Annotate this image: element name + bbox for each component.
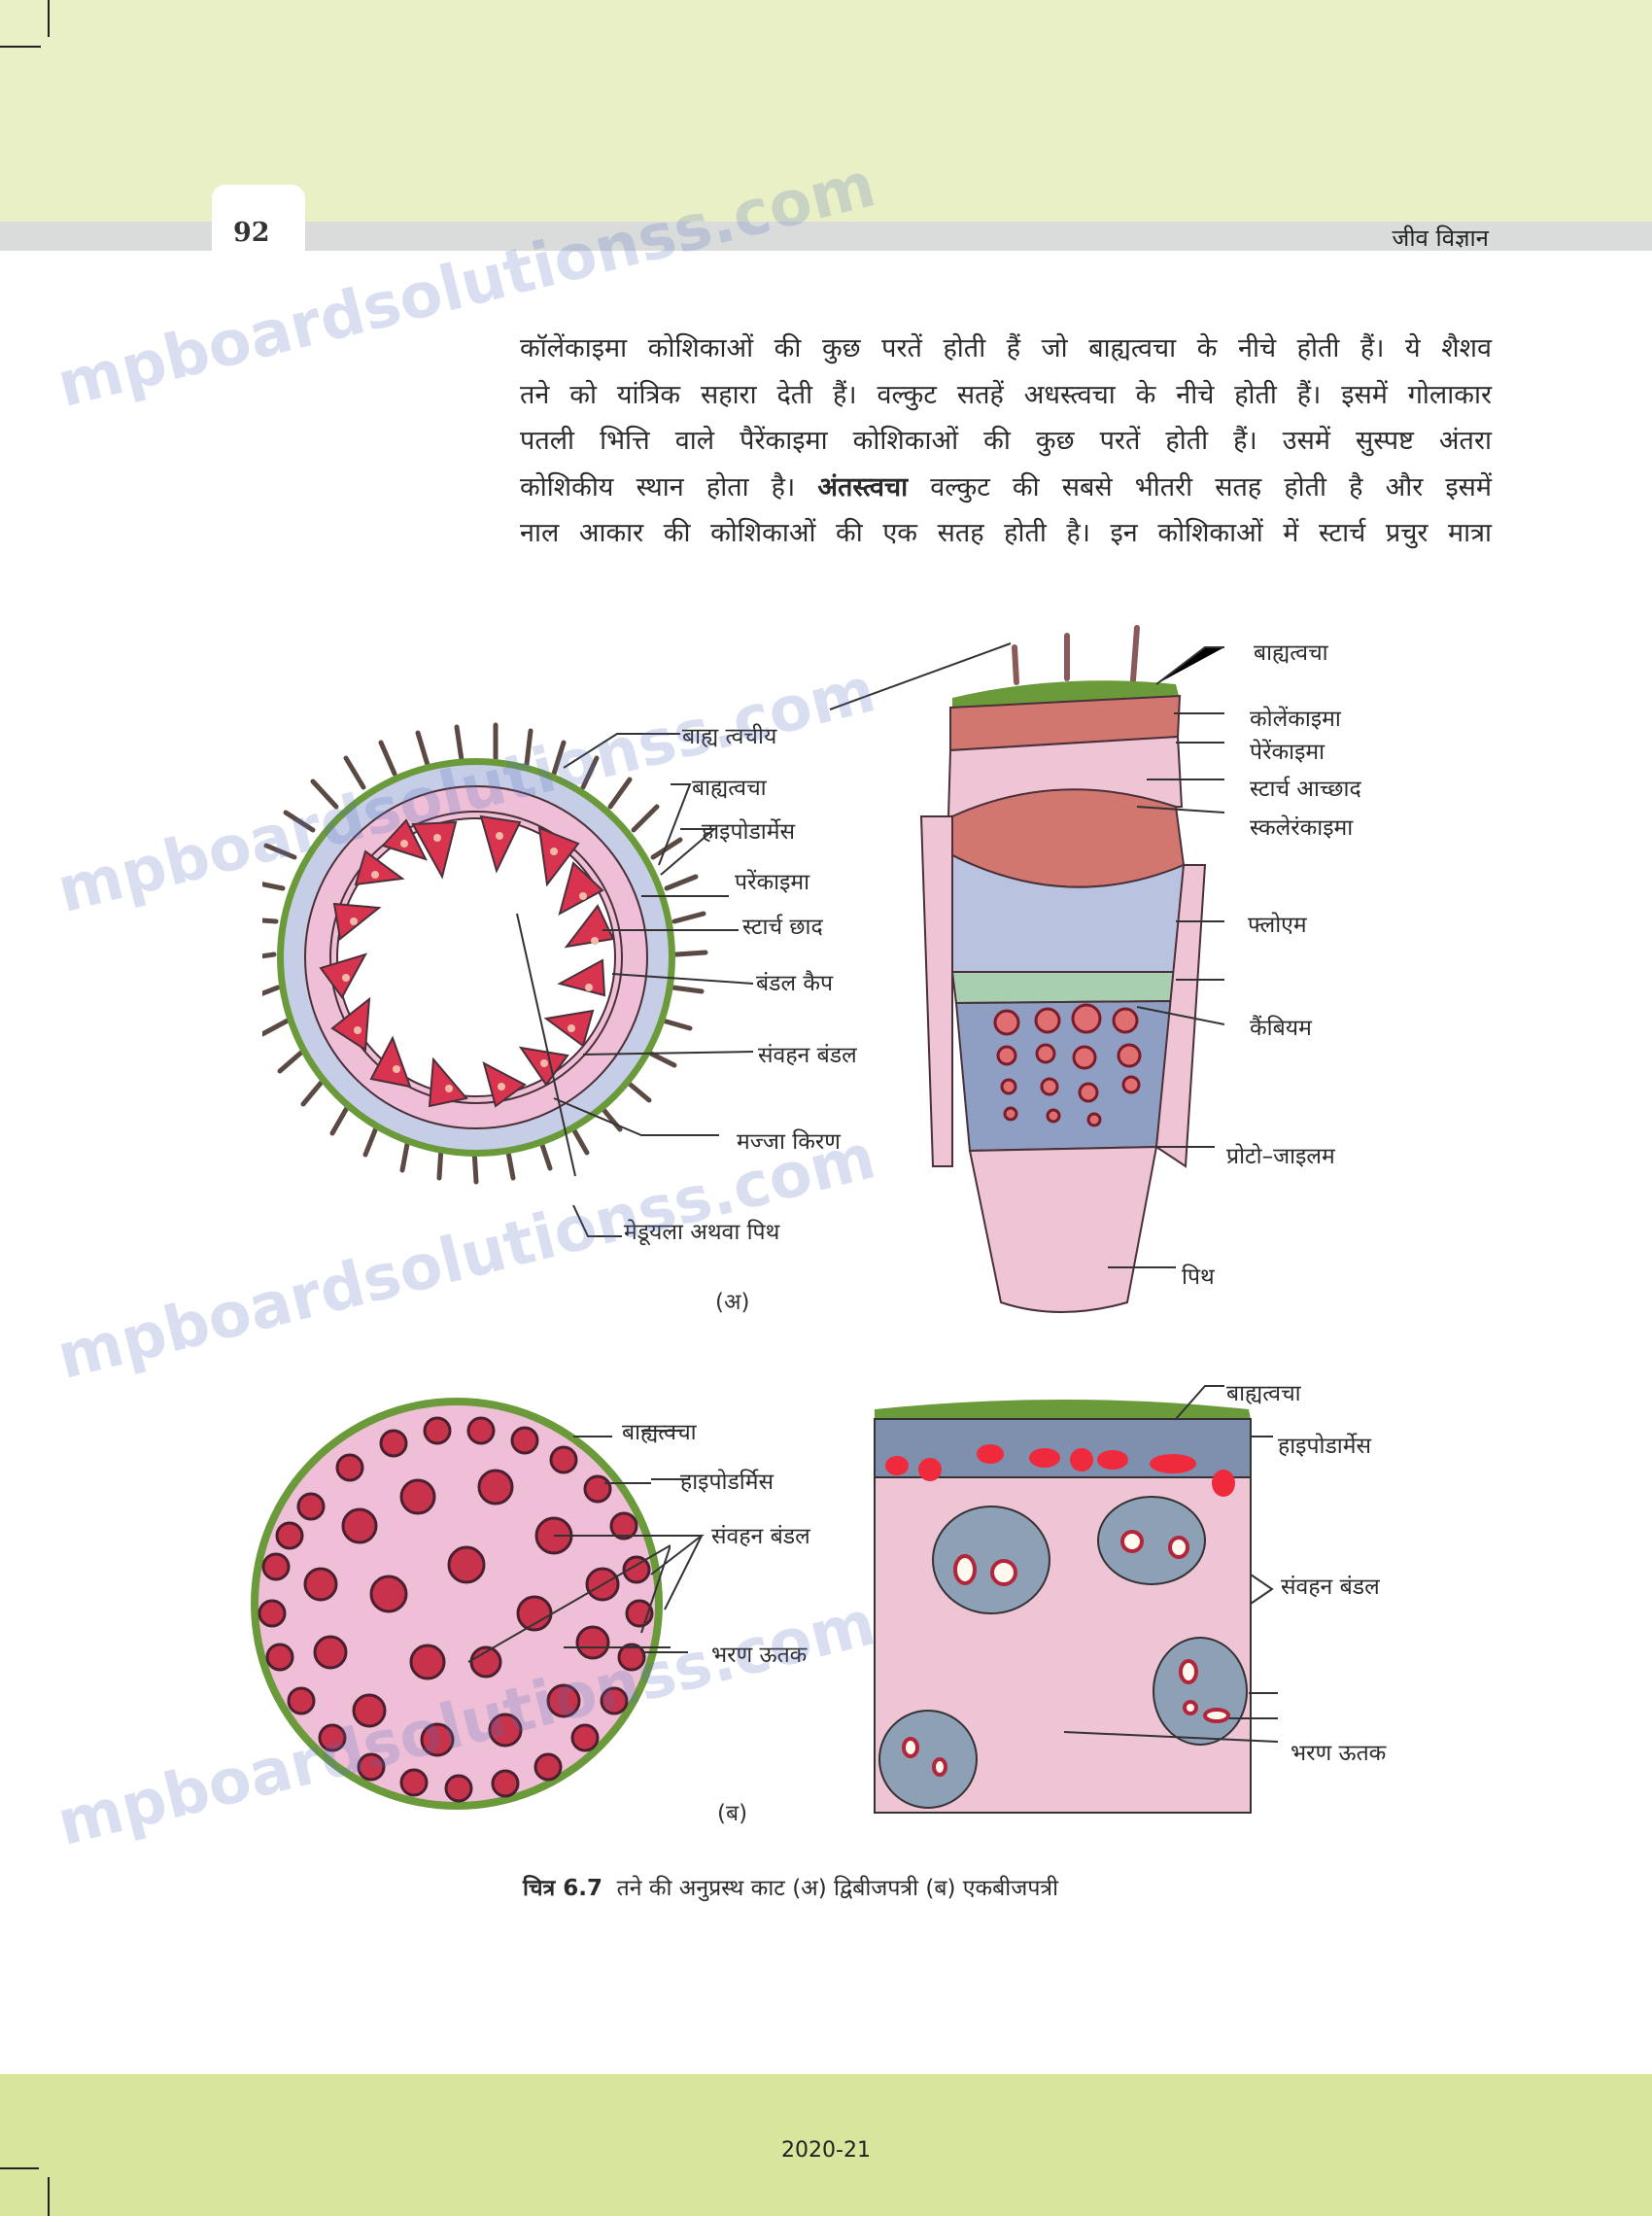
edition-year: 2020-21 [781,2138,871,2163]
label-hypodermis-b: हाइपोडर्मिस [680,1470,774,1495]
label-medulla-pith: मेडूयला अथवा पिथ [624,1220,780,1245]
page-number: 92 [233,218,270,248]
epidermal-hairs [262,722,708,1185]
text-line: नाल आकार की कोशिकाओं की एक सतह होती है। … [520,518,1492,548]
vessels-detail [902,1530,1230,1777]
label-hypodermis: हाइपोडार्मेस [702,819,796,845]
monocot-stem-detail [874,1385,1278,1814]
dicot-label-leaders [553,733,754,1237]
crop-mark [48,2177,50,2216]
label-vascular-bundle-b-detail: संवहन बंडल [1281,1575,1380,1600]
label-ground-tissue-b: भरण ऊतक [711,1643,808,1668]
pith-layer [968,1145,1158,1313]
text-line: कॉलेंकाइमा कोशिकाओं की कुछ परतें होती है… [520,333,1492,364]
text-fragment: कोशिकीय स्थान होता है। [520,471,818,502]
monocot-label-leaders [641,1430,705,1653]
crop-mark [0,46,41,48]
crop-mark [0,2167,39,2169]
label-epidermis-detail: बाह्यत्वचा [1254,641,1328,666]
xylem-layer [954,999,1174,1153]
label-phloem: फ्लोएम [1248,913,1307,938]
label-epidermis-b: बाह्यत्वचा [622,1420,697,1445]
label-hypodermis-b-detail: हाइपोडार्मेस [1278,1434,1372,1459]
text-fragment: वल्कुट की सबसे भीतरी सतह होती है और इसमे… [908,471,1492,502]
monocot-stem-diagram [251,1398,671,1810]
sclerenchyma-patches [885,1444,1235,1497]
label-vascular-bundles-b: संवहन बंडल [711,1524,810,1549]
vascular-bundles-detail [878,1496,1248,1809]
cambium-layer [950,971,1180,1005]
figure-b-sublabel: (ब) [717,1801,748,1826]
label-epidermis-b-detail: बाह्यत्वचा [1226,1381,1301,1406]
label-ground-tissue-b-detail: भरण ऊतक [1291,1741,1387,1766]
body-paragraph: कॉलेंकाइमा कोशिकाओं की कुछ परतें होती है… [520,326,1492,557]
label-medullary-ray: मज्जा किरण [737,1129,841,1155]
starch-sheath [329,811,623,1104]
label-epidermis: बाह्यत्वचा [692,776,767,801]
figure-caption-text: तने की अनुप्रस्थ काट (अ) द्विबीजपत्री (ब… [616,1876,1059,1901]
text-line: पतली भित्ति वाले पैरेंकाइमा कोशिकाओं की … [520,426,1492,456]
label-pith-detail: पिथ [1182,1264,1215,1290]
label-outer-epidermal: बाह्य त्वचीय [682,724,777,749]
label-parenchyma: परेंकाइमा [735,870,810,895]
label-bundle-cap: बंडल कैप [756,971,834,996]
xylem-vessels [993,1003,1142,1127]
page-number-tab [212,185,305,253]
label-starch-sheath: स्टार्च छाद [742,915,823,940]
pith [336,817,616,1097]
text-line: तने को यांत्रिक सहारा देती हैं। वल्कुट स… [520,379,1492,410]
bottom-margin-band [0,2074,1652,2216]
figure-number: चित्र 6.7 [523,1876,603,1901]
label-cambium: कैंबियम [1250,1016,1312,1041]
text-line-with-term: कोशिकीय स्थान होता है। अंतस्त्वचा वल्कुट… [520,465,1492,511]
label-collenchyma: कोलेंकाइमा [1250,707,1341,732]
figure-a-sublabel: (अ) [715,1290,750,1315]
key-term: अंतस्त्वचा [817,471,909,502]
xylem-dots [342,832,599,1092]
label-parenchyma-detail: पेरेंकाइमा [1250,740,1325,765]
label-protoxylem: प्रोटो–जाइलम [1226,1144,1335,1169]
dicot-stem-detail [829,625,1224,1313]
book-title: जीव विज्ञान [1392,225,1489,252]
label-vascular-bundle: संवहन बंडल [758,1043,857,1068]
pith-leader [516,913,576,1177]
crop-mark [48,0,50,37]
dicot-stem-diagram [262,722,708,1185]
label-sclerenchyma: स्कलेरंकाइमा [1250,815,1354,841]
figure-caption: चित्र 6.7 तने की अनुप्रस्थ काट (अ) द्विब… [523,1871,1058,1902]
label-starch-sheath-detail: स्टार्च आच्छाद [1250,777,1361,802]
epidermis-layer [875,1400,1251,1421]
